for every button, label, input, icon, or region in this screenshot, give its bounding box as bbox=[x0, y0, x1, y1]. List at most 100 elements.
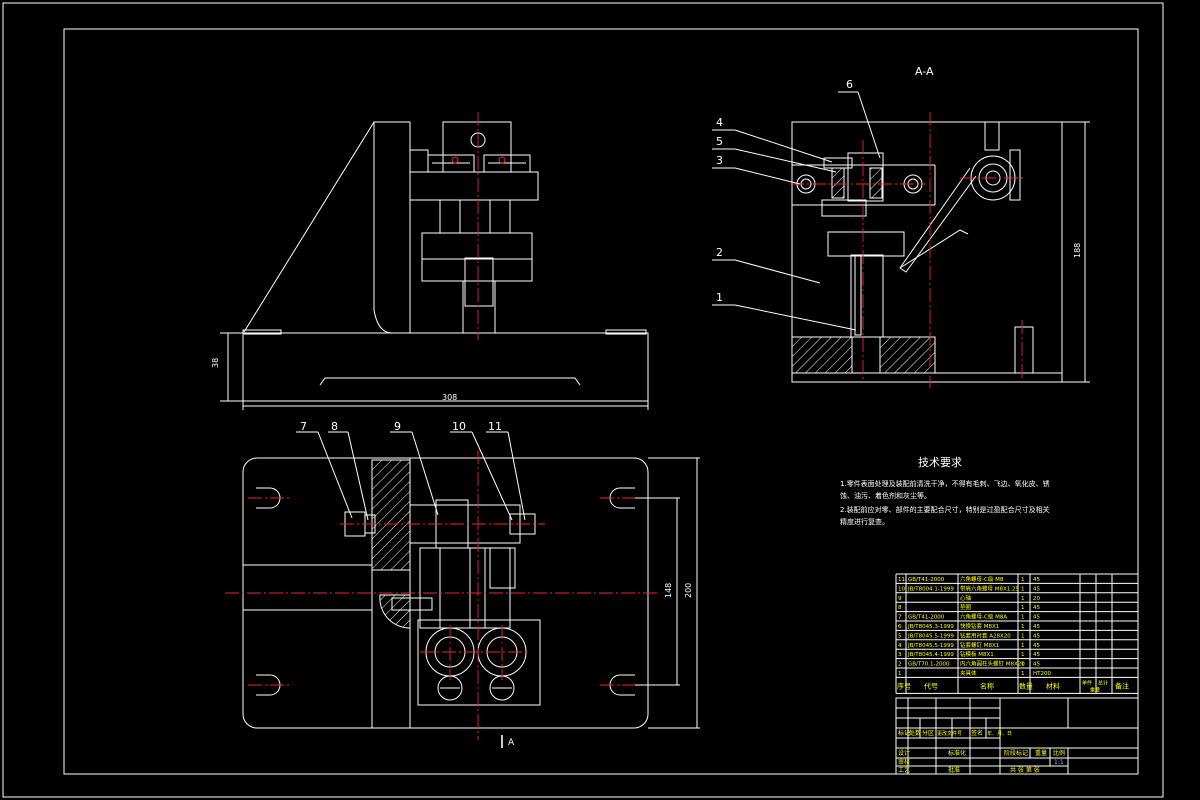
bom-row-code: GB/T70.1-2000 bbox=[908, 662, 950, 668]
bom-header-weight: 重量 bbox=[1090, 686, 1100, 693]
bom-header-name: 名称 bbox=[980, 681, 994, 690]
bom-row-name: 六角螺母-C级 M8A bbox=[960, 613, 1007, 621]
dim-plan-inner: 148 bbox=[664, 583, 673, 598]
bom-row-no: 2 bbox=[898, 662, 902, 668]
bom-header-total-weight: 总计 bbox=[1098, 679, 1108, 686]
bom-row-no: 9 bbox=[898, 596, 902, 602]
bom-row-no: 11 bbox=[898, 577, 905, 583]
bom-row-qty: 1 bbox=[1021, 615, 1025, 621]
tb-label-zone: 分区 bbox=[922, 729, 934, 737]
bom-row-name: 心轴 bbox=[960, 594, 972, 602]
tech-req-line-1: 1.零件表面处理及装配前清洗干净，不得有毛刺、飞边、氧化皮、锈 bbox=[840, 479, 1050, 488]
plan-leaders bbox=[296, 431, 526, 521]
bom-row-material: 45 bbox=[1033, 615, 1040, 621]
bom-row-code: GB/T41-2000 bbox=[908, 577, 945, 583]
bom-header-remark: 备注 bbox=[1115, 681, 1129, 690]
tb-scale: 比例 bbox=[1053, 749, 1065, 757]
balloon-5: 5 bbox=[716, 135, 723, 148]
bom-header-seq: 序号 bbox=[897, 681, 911, 690]
tb-role-design: 设计 bbox=[898, 749, 910, 757]
section-view bbox=[790, 112, 1090, 388]
balloon-11: 11 bbox=[488, 420, 502, 433]
bom-row-name: 快换钻套 M8X1 bbox=[960, 622, 999, 630]
bom-header-qty: 数量 bbox=[1019, 681, 1033, 690]
bom-row-name: 钻套螺钉 M8X1 bbox=[960, 641, 999, 649]
dim-section-height: 188 bbox=[1073, 243, 1082, 258]
bom-row-qty: 1 bbox=[1021, 652, 1025, 658]
bom-row-material: 45 bbox=[1033, 624, 1040, 630]
balloon-6: 6 bbox=[846, 78, 853, 91]
bom-row-name: 内六角圆柱头螺钉 M8X20 bbox=[960, 660, 1025, 668]
bom-row-code: JB/T8004.1-1999 bbox=[907, 586, 954, 592]
bom-row-material: 45 bbox=[1033, 662, 1040, 668]
bom-header-unit-weight: 单件 bbox=[1082, 679, 1092, 686]
bom-row-qty: 1 bbox=[1021, 586, 1025, 592]
tech-req-line-4: 精度进行复查。 bbox=[840, 517, 889, 526]
balloon-10: 10 bbox=[452, 420, 466, 433]
drawing-border bbox=[63, 28, 1139, 775]
tb-sheets: 共 张 第 张 bbox=[1010, 766, 1040, 774]
bom-row-material: 45 bbox=[1033, 643, 1040, 649]
tech-req-title: 技术要求 bbox=[918, 456, 962, 469]
bom-row-material: HT200 bbox=[1033, 671, 1051, 677]
balloon-2: 2 bbox=[716, 246, 723, 259]
tb-role-review: 审核 bbox=[898, 758, 910, 766]
bom-row-no: 5 bbox=[898, 633, 902, 639]
bom-header-code: 代号 bbox=[924, 681, 938, 690]
bom-row-no: 7 bbox=[898, 615, 902, 621]
bom-row-code: JB/T8045.3-1999 bbox=[907, 624, 954, 630]
bom-row-no: 4 bbox=[898, 643, 902, 649]
tech-req-line-2: 蚀、油污、着色剂和灰尘等。 bbox=[840, 491, 931, 500]
section-leaders bbox=[712, 91, 881, 331]
tb-approve: 批准 bbox=[948, 766, 960, 774]
tb-role-process: 工艺 bbox=[898, 766, 910, 774]
bom-row-no: 10 bbox=[898, 586, 905, 592]
bom-row-no: 8 bbox=[898, 605, 902, 611]
title-block bbox=[895, 697, 1139, 775]
bom-row-name: 带肩六角螺母 M8X1.25 bbox=[960, 584, 1020, 592]
bom-row-name: 钻模板 M8X1 bbox=[960, 650, 994, 658]
section-mark: A bbox=[508, 738, 515, 748]
tb-std: 标准化 bbox=[948, 749, 966, 757]
balloon-9: 9 bbox=[394, 420, 401, 433]
bom-row-material: 45 bbox=[1033, 586, 1040, 592]
bom-row-name: 钻套用衬套 A28X20 bbox=[960, 631, 1011, 639]
balloon-3: 3 bbox=[716, 154, 723, 167]
balloon-8: 8 bbox=[331, 420, 338, 433]
bom-row-name: 垫圈 bbox=[960, 603, 972, 611]
front-view bbox=[220, 112, 649, 410]
bom-row-no: 3 bbox=[898, 652, 902, 658]
tb-weight: 重量 bbox=[1035, 749, 1047, 757]
plan-view bbox=[225, 450, 700, 748]
dim-plan-outer: 200 bbox=[684, 583, 693, 598]
bom-header-material: 材料 bbox=[1046, 681, 1060, 690]
bom-row-qty: 1 bbox=[1021, 662, 1025, 668]
bom-row-name: 夹具体 bbox=[960, 669, 977, 677]
tech-req-line-3: 2.装配前应对零、部件的主要配合尺寸，特别是过盈配合尺寸及相关 bbox=[840, 505, 1050, 514]
balloon-1: 1 bbox=[716, 291, 723, 304]
bom-row-material: 45 bbox=[1033, 605, 1040, 611]
bom-row-qty: 1 bbox=[1021, 643, 1025, 649]
bom-row-no: 1 bbox=[898, 671, 902, 677]
bom-row-material: 45 bbox=[1033, 633, 1040, 639]
bom-row-qty: 1 bbox=[1021, 624, 1025, 630]
bom-row-qty: 1 bbox=[1021, 671, 1025, 677]
bom-row-material: 20 bbox=[1033, 596, 1040, 602]
bom-row-name: 六角螺母-C级 M8 bbox=[960, 575, 1004, 583]
tb-label-mark: 标记 bbox=[898, 729, 910, 737]
tb-stage: 阶段标记 bbox=[1004, 749, 1028, 757]
bom-row-no: 6 bbox=[898, 624, 902, 630]
outer-frame bbox=[2, 2, 1164, 798]
bom-row-material: 45 bbox=[1033, 652, 1040, 658]
balloon-7: 7 bbox=[300, 420, 307, 433]
bom-row-qty: 1 bbox=[1021, 577, 1025, 583]
tb-label-change: 更改文件号 bbox=[937, 730, 962, 737]
section-title: A-A bbox=[915, 65, 934, 78]
tb-label-sign: 签名 bbox=[971, 729, 983, 737]
dim-overall-width: 308 bbox=[442, 393, 457, 402]
bom-row-code: JB/T8045.5-1999 bbox=[907, 633, 954, 639]
bom-row-qty: 1 bbox=[1021, 596, 1025, 602]
bom-row-qty: 1 bbox=[1021, 633, 1025, 639]
